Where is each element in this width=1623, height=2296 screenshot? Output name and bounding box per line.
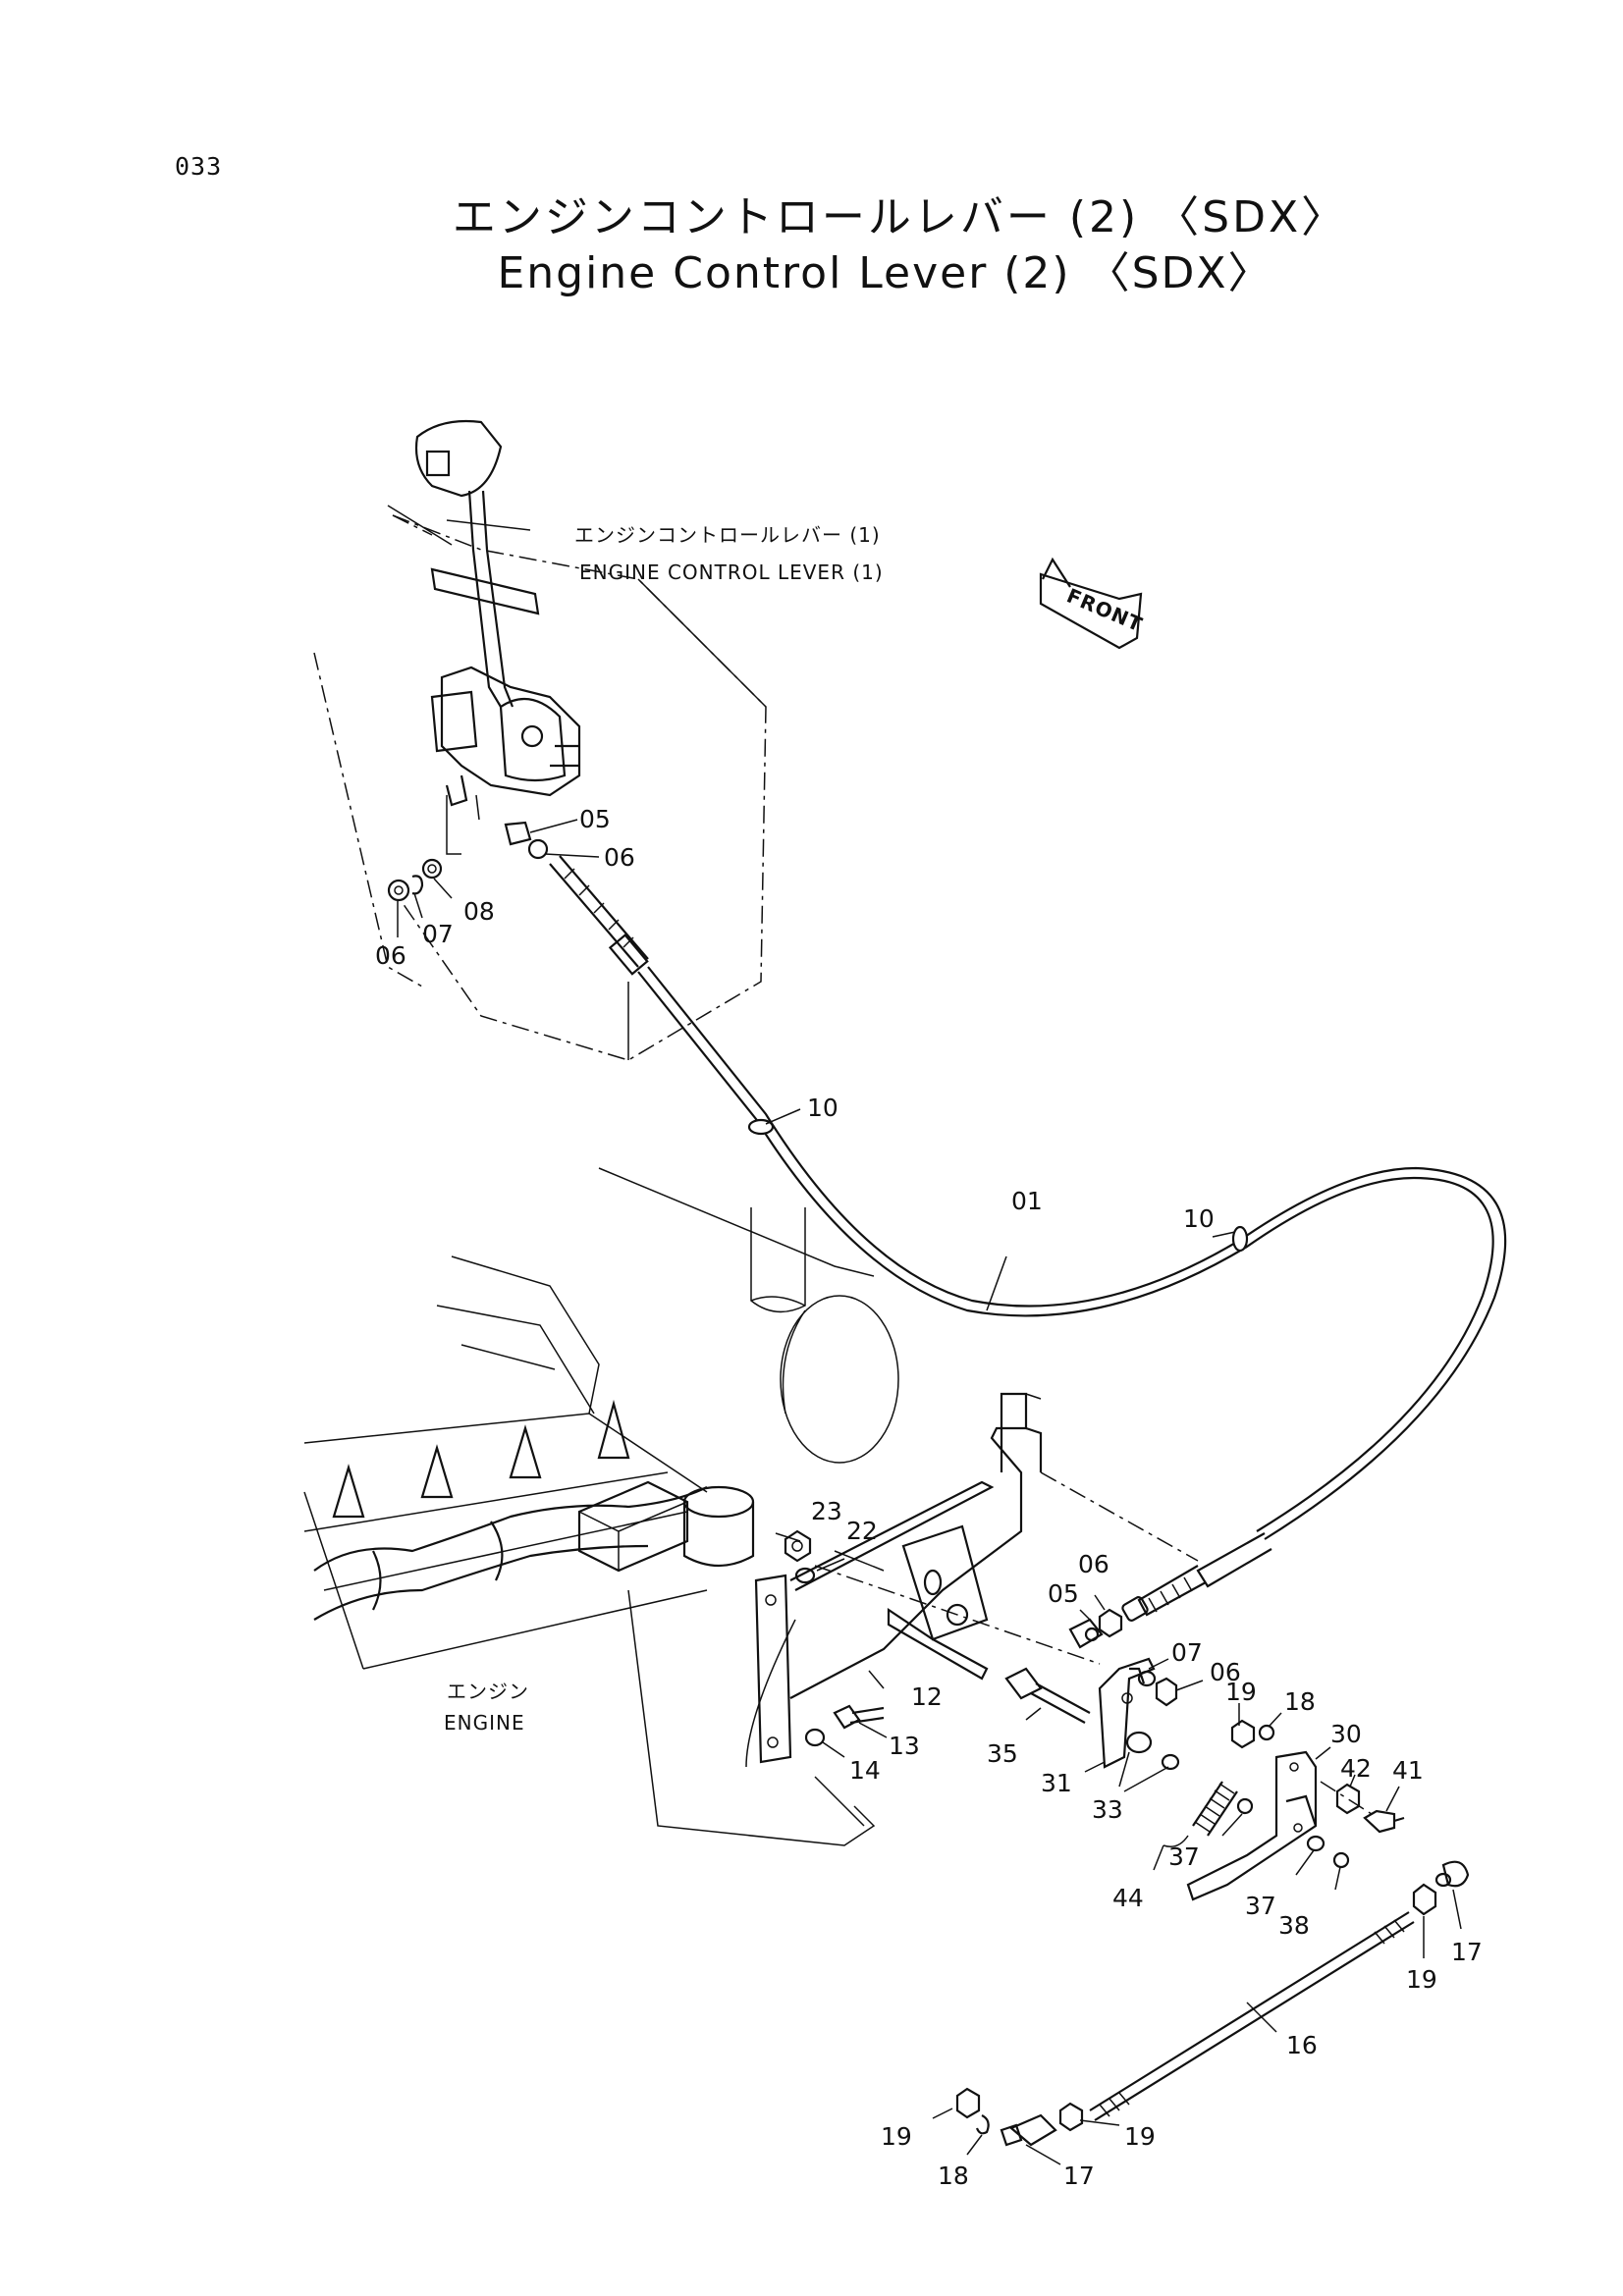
lever-note-jp: エンジンコントロールレバー (1) (574, 523, 881, 547)
callout-16: 16 (1286, 2031, 1318, 2059)
page-number: 033 (175, 152, 223, 181)
callout-05: 05 (1048, 1579, 1079, 1608)
leader-lines (397, 819, 1462, 2165)
callout-07: 07 (422, 920, 454, 948)
lever-note-en: ENGINE CONTROL LEVER (1) (579, 561, 884, 584)
callout-19: 19 (1225, 1678, 1257, 1706)
front-label: FRONT (1063, 584, 1146, 637)
upper-fittings (387, 821, 549, 902)
callout-labels: 05 06 06 07 08 10 01 10 23 22 06 05 07 0… (375, 805, 1483, 2190)
callout-42: 42 (1340, 1754, 1372, 1783)
nut-washer-23-22 (784, 1529, 816, 1584)
callout-13: 13 (889, 1732, 920, 1760)
callout-18: 18 (1284, 1687, 1316, 1716)
callout-18: 18 (938, 2162, 969, 2190)
title-japanese: エンジンコントロールレバー (2) 〈SDX〉 (452, 192, 1348, 242)
callout-37: 37 (1245, 1892, 1276, 1920)
callout-17: 17 (1063, 2162, 1095, 2190)
engine-note-jp: エンジン (447, 1680, 529, 1703)
callout-19: 19 (881, 2122, 912, 2151)
callout-23: 23 (811, 1497, 842, 1525)
callout-19: 19 (1406, 1965, 1437, 1994)
callout-10: 10 (807, 1094, 839, 1122)
callout-19: 19 (1124, 2122, 1156, 2151)
callout-30: 30 (1330, 1720, 1362, 1748)
linkage-assembly (955, 1608, 1470, 2147)
control-cable (549, 855, 1507, 1622)
rod-35 (1004, 1667, 1091, 1724)
callout-05: 05 (579, 805, 611, 833)
callout-07: 07 (1171, 1638, 1203, 1667)
title-english: Engine Control Lever (2) 〈SDX〉 (497, 248, 1273, 298)
callout-44: 44 (1112, 1884, 1144, 1912)
callout-06: 06 (1078, 1550, 1109, 1578)
callout-38: 38 (1278, 1911, 1310, 1940)
callout-31: 31 (1041, 1769, 1072, 1797)
callout-06: 06 (604, 843, 635, 872)
control-box-outline (313, 505, 767, 1061)
callout-14: 14 (849, 1756, 881, 1785)
callout-12: 12 (911, 1682, 943, 1711)
callout-08: 08 (463, 897, 495, 926)
callout-41: 41 (1392, 1756, 1424, 1785)
bolt-washer-13-14 (804, 1704, 885, 1747)
callout-10: 10 (1183, 1204, 1215, 1233)
callout-22: 22 (846, 1517, 878, 1545)
callout-01: 01 (1011, 1187, 1043, 1215)
mounting-bracket (754, 1392, 1199, 1764)
front-arrow: FRONT (1039, 557, 1146, 650)
callout-33: 33 (1092, 1795, 1123, 1824)
callout-06: 06 (1210, 1658, 1241, 1686)
control-lever (414, 419, 581, 855)
callout-35: 35 (987, 1739, 1018, 1768)
engine-block (303, 1167, 899, 1846)
engine-note-en: ENGINE (444, 1711, 525, 1735)
callout-17: 17 (1451, 1938, 1483, 1966)
callout-06: 06 (375, 941, 406, 970)
callout-37: 37 (1168, 1842, 1200, 1871)
